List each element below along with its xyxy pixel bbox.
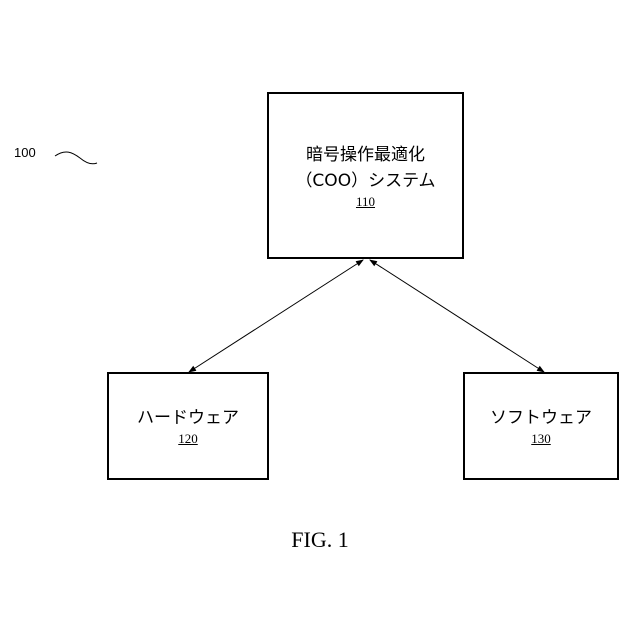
coo-system-label-line2: （COO）システム [295,168,435,194]
hardware-node: ハードウェア 120 [107,372,269,480]
coo-system-node: 暗号操作最適化 （COO）システム 110 [267,92,464,259]
figure-caption: FIG. 1 [0,527,640,553]
coo-system-label-line1: 暗号操作最適化 [306,142,425,168]
coo-system-ref: 110 [356,194,375,210]
figure-reference-number: 100 [14,145,36,160]
edge-main-hardware [189,260,363,372]
hardware-ref: 120 [178,431,198,447]
software-node: ソフトウェア 130 [463,372,619,480]
software-label: ソフトウェア [490,405,592,431]
edge-main-software [370,260,544,372]
software-ref: 130 [531,431,551,447]
figure-ref-squiggle [55,152,97,164]
hardware-label: ハードウェア [137,405,239,431]
